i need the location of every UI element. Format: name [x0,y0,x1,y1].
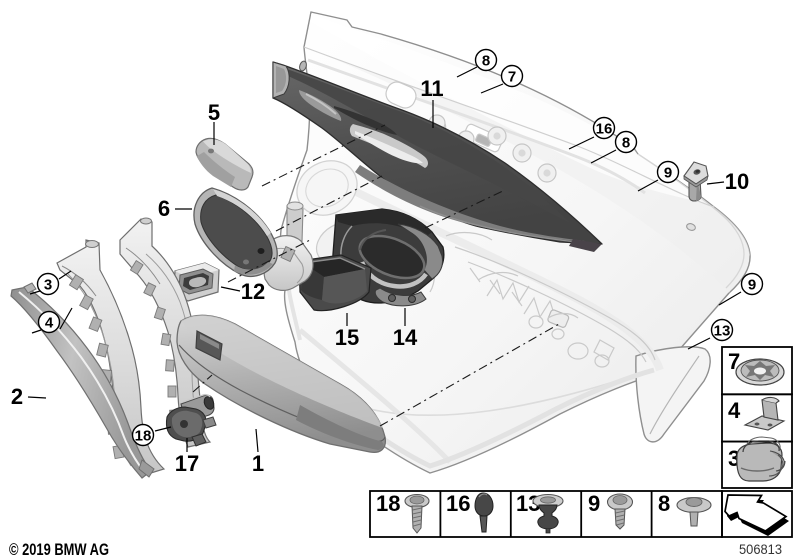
svg-text:6: 6 [158,196,170,221]
svg-text:7: 7 [508,69,516,86]
svg-text:9: 9 [664,165,672,182]
svg-text:9: 9 [588,491,600,516]
svg-text:16: 16 [446,491,470,516]
svg-text:5: 5 [208,100,220,125]
svg-text:3: 3 [44,277,52,294]
svg-text:1: 1 [252,451,264,476]
svg-text:4: 4 [728,398,741,423]
svg-text:18: 18 [135,428,152,445]
svg-text:9: 9 [748,277,756,294]
svg-text:506813: 506813 [739,541,782,557]
svg-text:10: 10 [725,169,749,194]
svg-text:16: 16 [596,121,613,138]
svg-text:15: 15 [335,325,359,350]
svg-text:18: 18 [376,491,400,516]
svg-text:2: 2 [11,384,23,409]
svg-text:4: 4 [45,315,54,332]
svg-text:17: 17 [175,451,199,476]
svg-text:8: 8 [658,491,670,516]
svg-text:11: 11 [420,76,443,101]
svg-text:13: 13 [714,323,731,340]
svg-text:8: 8 [622,135,630,152]
svg-text:12: 12 [241,279,265,304]
svg-text:8: 8 [482,53,490,70]
svg-text:© 2019 BMW AG: © 2019 BMW AG [9,541,109,559]
svg-text:14: 14 [393,325,418,350]
